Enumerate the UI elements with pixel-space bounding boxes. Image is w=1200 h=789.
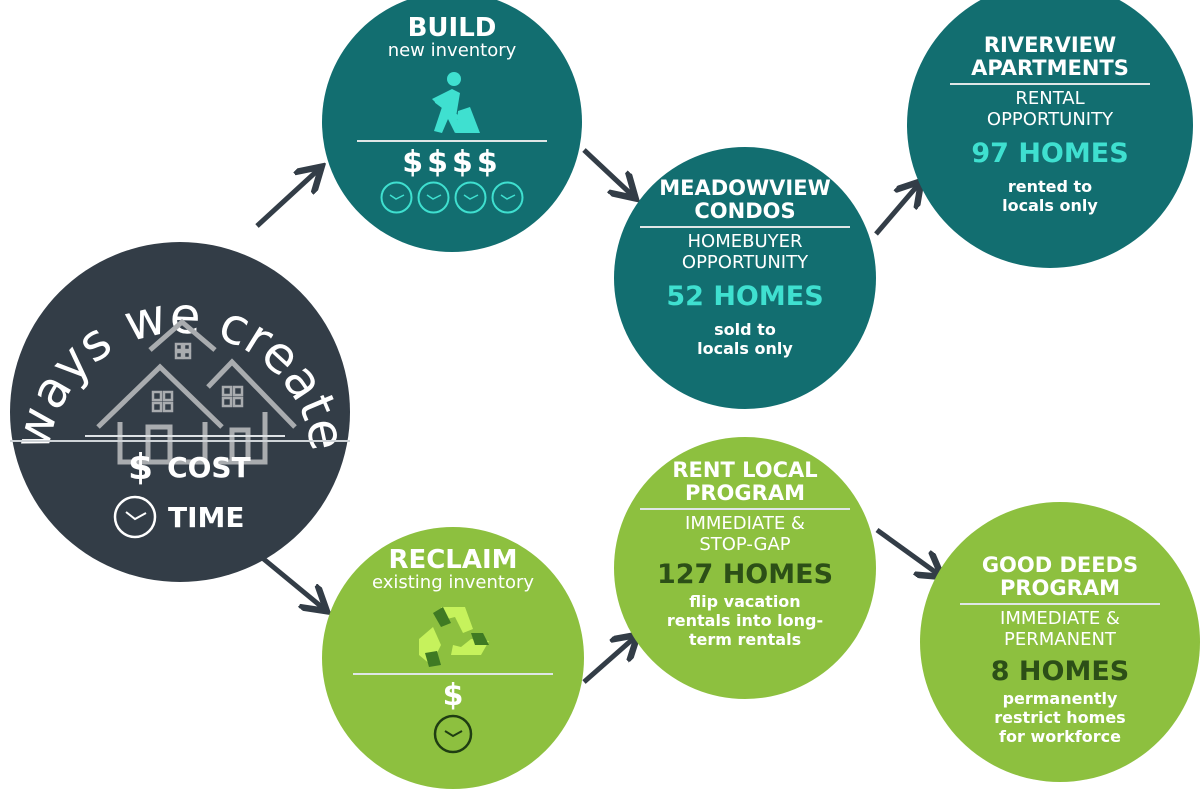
note: locals only	[697, 339, 793, 358]
recycle-icon	[419, 607, 489, 667]
note: for workforce	[999, 727, 1121, 746]
arrow-to-build	[255, 170, 318, 228]
reclaim-title: RECLAIM	[388, 545, 518, 575]
note: flip vacation	[689, 592, 801, 611]
note: locals only	[1002, 196, 1098, 215]
note: restrict homes	[994, 708, 1126, 727]
ways-we-create-circle: ways we create $ COST TIME	[10, 242, 350, 582]
opportunity-type: OPPORTUNITY	[986, 109, 1114, 130]
clock-icon	[417, 181, 450, 214]
houses-icon	[96, 318, 297, 465]
program-type: IMMEDIATE &	[1000, 608, 1120, 629]
arrow-to-riverview	[874, 185, 918, 236]
program-type: IMMEDIATE &	[685, 513, 805, 534]
clock-icon	[380, 181, 413, 214]
build-cost: $$$$	[402, 145, 502, 180]
home-count: 52 HOMES	[666, 281, 824, 312]
clock-icon	[454, 181, 487, 214]
opportunity-type: HOMEBUYER	[687, 231, 803, 252]
arrow-to-reclaim	[258, 554, 323, 608]
program-type: PERMANENT	[1004, 629, 1116, 650]
gooddeeds-title: GOOD DEEDS	[981, 553, 1139, 577]
clock-icon	[433, 714, 473, 754]
note: sold to	[714, 320, 776, 339]
build-circle: BUILD new inventory $$$$	[322, 0, 582, 252]
riverview-title: RIVERVIEW	[983, 33, 1117, 57]
build-title: BUILD	[407, 13, 497, 43]
clock-icon	[491, 181, 524, 214]
meadowview-circle: MEADOWVIEW CONDOS HOMEBUYER OPPORTUNITY …	[614, 147, 876, 409]
note: permanently	[1002, 689, 1118, 708]
arrow-to-meadowview	[582, 148, 632, 195]
home-count: 97 HOMES	[971, 138, 1129, 169]
build-subtitle: new inventory	[387, 40, 517, 61]
gooddeeds-circle: GOOD DEEDS PROGRAM IMMEDIATE & PERMANENT…	[920, 502, 1200, 782]
reclaim-cost: $	[442, 678, 464, 713]
opportunity-type: RENTAL	[1015, 88, 1085, 109]
reclaim-circle: RECLAIM existing inventory $	[322, 527, 584, 789]
gooddeeds-title: PROGRAM	[1000, 576, 1120, 600]
reclaim-subtitle: existing inventory	[371, 572, 535, 593]
cost-label: COST	[167, 451, 251, 484]
riverview-circle: RIVERVIEW APARTMENTS RENTAL OPPORTUNITY …	[907, 0, 1193, 268]
build-time-clocks	[379, 180, 525, 215]
curved-title: ways we create	[10, 286, 350, 465]
note: rentals into long-	[666, 611, 824, 630]
dollar-icon: $	[128, 447, 154, 488]
rentlocal-title: RENT LOCAL	[672, 458, 818, 482]
note: term rentals	[688, 630, 802, 649]
program-type: STOP-GAP	[699, 534, 791, 555]
time-label: TIME	[168, 500, 245, 534]
home-count: 8 HOMES	[990, 656, 1130, 687]
construction-worker-icon	[432, 72, 480, 133]
clock-icon	[113, 495, 157, 539]
arrow-to-gooddeeds	[875, 527, 938, 574]
divider	[10, 440, 350, 442]
home-count: 127 HOMES	[656, 559, 834, 590]
meadowview-title: MEADOWVIEW	[659, 176, 831, 200]
riverview-title: APARTMENTS	[971, 56, 1129, 80]
rentlocal-circle: RENT LOCAL PROGRAM IMMEDIATE & STOP-GAP …	[614, 437, 876, 699]
rentlocal-title: PROGRAM	[685, 481, 805, 505]
opportunity-type: OPPORTUNITY	[681, 252, 809, 273]
svg-text:ways we create: ways we create	[10, 286, 350, 455]
meadowview-title: CONDOS	[694, 199, 796, 223]
arrow-to-rentlocal	[582, 638, 634, 684]
note: rented to	[1007, 177, 1093, 196]
